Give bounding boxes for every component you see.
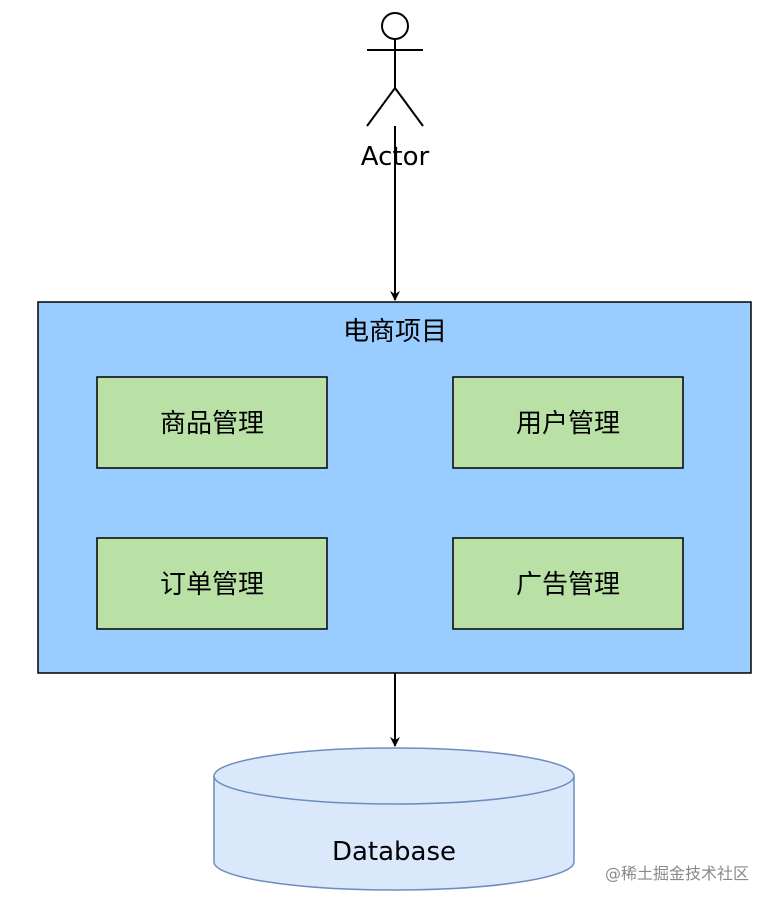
module-label: 用户管理 bbox=[516, 409, 620, 439]
database-label: Database bbox=[332, 837, 456, 867]
module-label: 商品管理 bbox=[160, 409, 264, 439]
database-top bbox=[213, 747, 575, 805]
module-box[interactable]: 商品管理 bbox=[96, 376, 328, 469]
module-label: 订单管理 bbox=[160, 570, 264, 600]
database-body bbox=[213, 776, 575, 891]
module-label: 广告管理 bbox=[516, 570, 620, 600]
actor-label: Actor bbox=[361, 142, 430, 172]
actor-figure[interactable] bbox=[366, 12, 424, 127]
module-product-management[interactable] bbox=[96, 376, 328, 469]
module-user-management[interactable] bbox=[452, 376, 684, 469]
module-box[interactable]: 广告管理 bbox=[452, 537, 684, 630]
watermark-text: @稀土掘金技术社区 bbox=[604, 864, 749, 883]
database-cylinder[interactable]: Database bbox=[213, 747, 575, 891]
module-ad-management[interactable] bbox=[452, 537, 684, 630]
module-box[interactable]: 订单管理 bbox=[96, 537, 328, 630]
actor-left-leg bbox=[366, 87, 396, 127]
actor-head bbox=[381, 12, 409, 40]
system-title: 电商项目 bbox=[343, 317, 447, 347]
module-box[interactable]: 用户管理 bbox=[452, 376, 684, 469]
module-order-management[interactable] bbox=[96, 537, 328, 630]
actor-right-leg bbox=[394, 87, 424, 127]
